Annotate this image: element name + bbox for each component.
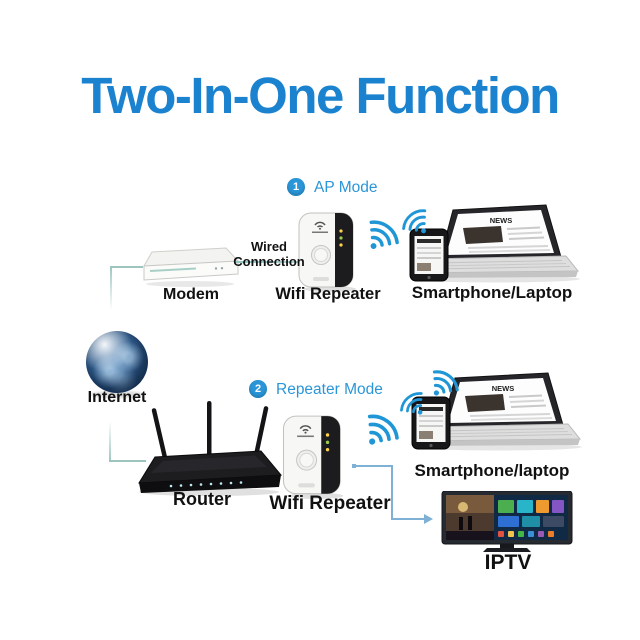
internet-router-line-h: [109, 460, 146, 462]
laptop-base-front: [415, 439, 580, 446]
tv-app-tiles: [498, 500, 564, 527]
wired-connection-line2: Connection: [233, 254, 305, 269]
modem-illustration: [143, 247, 240, 287]
ap-mode-badge: 1: [287, 178, 305, 196]
internet-router-line-v: [109, 421, 111, 462]
repeater-logo-bar: [297, 435, 314, 438]
laptop-base-front: [413, 271, 578, 278]
laptop-screen-text: NEWS: [492, 384, 515, 393]
smartphone-laptop-rm-illustration: NEWS: [411, 372, 582, 451]
wifi-signal-icon: [432, 370, 459, 396]
repeater-led: [339, 243, 343, 247]
repeater-iptv-line-start-dot: [352, 464, 356, 468]
internet-modem-line-v: [110, 266, 112, 310]
internet-globe-icon: [86, 331, 148, 393]
repeater-side-panel: [335, 213, 353, 287]
wifi-signal-icon: [369, 220, 399, 249]
wifi-repeater-rm-label: Wifi Repeater: [269, 493, 391, 514]
modem-accent-line: [149, 267, 197, 272]
repeater-iptv-line-v: [391, 465, 393, 520]
repeater-iptv-line-h1: [355, 465, 393, 467]
repeater-mode-number: 2: [254, 383, 262, 395]
wired-connection-line1: Wired: [251, 239, 287, 254]
internet-label: Internet: [87, 389, 147, 406]
modem-label: Modem: [163, 286, 219, 303]
laptop-screen-photo: [465, 394, 505, 412]
iptv-illustration: [441, 491, 573, 552]
internet-modem-line-h: [110, 266, 143, 268]
wifi-repeater-ap-label: Wifi Repeater: [275, 285, 381, 303]
modem-led: [220, 267, 224, 270]
repeater-led: [339, 236, 343, 240]
smartphone-laptop-ap-illustration: NEWS: [409, 204, 580, 283]
repeater-logo-wifi-icon: [302, 428, 309, 432]
repeater-logo-dot: [304, 431, 307, 434]
wifi-signal-icon: [400, 392, 423, 415]
modem-shadow: [146, 281, 234, 287]
smartphone-laptop-ap-label: Smartphone/Laptop: [411, 283, 573, 302]
smartphone-home-button: [429, 443, 433, 448]
repeater-mode-badge: 2: [249, 380, 267, 398]
repeater-led: [325, 433, 330, 437]
wifi-repeater-ap-illustration: [298, 212, 356, 292]
router-illustration: [138, 401, 283, 496]
globe-shadow: [90, 391, 144, 398]
repeater-led: [339, 229, 343, 233]
smartphone-home-button: [427, 275, 431, 280]
repeater-led: [325, 440, 330, 444]
arrow-right-icon: [424, 514, 433, 524]
router-leds: [169, 481, 243, 488]
modem-led: [214, 267, 218, 270]
wired-connection-label: Wired Connection: [227, 239, 311, 269]
repeater-shadow: [288, 492, 344, 499]
repeater-logo-dot: [319, 227, 321, 230]
repeater-wps-button-inner: [299, 452, 314, 468]
router-body-inset: [151, 455, 267, 473]
repeater-bottom-vent: [313, 277, 329, 281]
laptop-screen-photo: [463, 226, 503, 244]
wired-connection-line: [236, 261, 312, 263]
tv-stand-base: [483, 548, 531, 552]
ap-mode-number: 1: [292, 181, 300, 193]
laptop-screen-text: NEWS: [490, 216, 513, 225]
repeater-bottom-vent: [298, 483, 315, 488]
repeater-mode-label: Repeater Mode: [276, 381, 383, 398]
smartphone-laptop-rm-label: Smartphone/laptop: [414, 461, 570, 480]
modem-front: [143, 260, 239, 281]
router-label: Router: [173, 489, 231, 509]
repeater-logo-bar: [312, 231, 328, 233]
repeater-side-panel: [321, 416, 341, 494]
wifi-signal-icon: [402, 209, 427, 234]
repeater-logo-wifi-icon: [316, 225, 324, 228]
wifi-signal-icon: [367, 414, 399, 445]
tv-stand-neck: [500, 544, 514, 548]
repeater-wps-button-inner: [314, 248, 328, 262]
router-antennas: [151, 401, 269, 460]
repeater-iptv-line-h2: [391, 518, 426, 520]
page-title: Two-In-One Function: [81, 67, 560, 124]
ap-mode-label: AP Mode: [314, 179, 378, 196]
iptv-label: IPTV: [484, 551, 532, 574]
tv-app-icons: [498, 531, 554, 537]
repeater-logo-wifi-icon: [299, 425, 312, 430]
repeater-led: [325, 447, 330, 452]
repeater-logo-wifi-icon: [314, 221, 326, 226]
wifi-repeater-rm-illustration: [282, 415, 344, 499]
